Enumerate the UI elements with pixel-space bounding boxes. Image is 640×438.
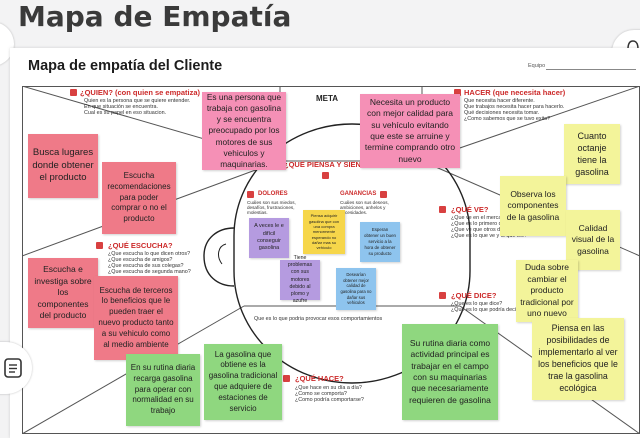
dice-marker-icon	[439, 292, 446, 299]
escucha-title: ¿QUÉ ESCUCHA?	[108, 241, 173, 250]
page-header-title: Mapa de Empatía	[18, 0, 292, 33]
ganancias-line-3: necesidades.	[340, 210, 368, 215]
quien-line-1: Quien es la persona que se quiere entend…	[84, 98, 191, 104]
sticky-note[interactable]: La gasolina que obtiene es la gasolina t…	[204, 344, 282, 420]
equipo-label: Equipo	[528, 63, 546, 69]
sticky-note[interactable]: Cuanto octanje tiene la gasolina	[564, 124, 620, 184]
hace-line-3: ¿Como podría comportarse?	[295, 397, 364, 403]
sticky-note[interactable]: Desearían obtener mejor calidad de gasol…	[336, 268, 376, 310]
sticky-note[interactable]: Su rutina diaria como actividad principa…	[402, 324, 498, 420]
hacer-line-1: Que necesita hacer diferente.	[464, 98, 535, 104]
sticky-note[interactable]: Esperan obtener un buen servicio a la ho…	[360, 222, 400, 262]
card-title: Mapa de empatía del Cliente	[28, 58, 223, 74]
sticky-note[interactable]: Escucha e investiga sobre los componente…	[28, 258, 98, 328]
sticky-note[interactable]: En su rutina diaria recarga gasolina par…	[126, 354, 200, 426]
sticky-note[interactable]: Es una persona que trabaja con gasolina …	[202, 92, 286, 170]
escucha-line-1: ¿Que escucha lo que dicen otros?	[108, 251, 191, 257]
ve-line-2: ¿Que es lo primero que...	[451, 221, 513, 227]
sticky-note[interactable]: Busca lugares donde obtener el producto	[28, 134, 98, 198]
hacer-marker-icon	[454, 89, 461, 96]
escucha-line-2: ¿Que escucha de amigos?	[108, 257, 173, 263]
ganancias-marker-icon	[380, 191, 387, 198]
ve-line-3: ¿Que ve que otros dicen?	[451, 227, 514, 233]
dice-line-1: ¿Que es lo que dice?	[451, 301, 503, 307]
dolores-line-1: Cuáles son sus miedos,	[247, 200, 296, 205]
sticky-note[interactable]: Escucha de terceros lo beneficios que le…	[94, 276, 178, 360]
dolores-line-3: molestias.	[247, 210, 268, 215]
quien-line-2: En que situación se encuentra.	[84, 104, 159, 110]
sticky-note[interactable]: Observa los componentes de la gasolina	[500, 176, 566, 236]
escucha-line-4: ¿Que escucha de segunda mano?	[108, 269, 191, 275]
ganancias-title: GANANCIAS	[340, 191, 377, 197]
hacer-line-2: Que trabajos necesita hacer para hacerlo…	[464, 104, 565, 110]
quien-marker-icon	[70, 89, 77, 96]
sticky-note[interactable]: Piensa en las posibilidades de implement…	[532, 318, 624, 400]
quien-title: ¿QUIEN? (con quien se empatiza)	[80, 88, 201, 97]
ve-marker-icon	[439, 206, 446, 213]
hacer-line-3: Qué decisiones necesita tomar.	[464, 110, 540, 116]
dolores-title: DOLORES	[258, 191, 288, 197]
document-icon[interactable]	[4, 358, 22, 378]
equipo-field[interactable]	[546, 69, 636, 70]
escucha-marker-icon	[96, 242, 103, 249]
hacer-line-4: ¿Como sabemos que se tuvo exito?	[464, 116, 551, 122]
sticky-note[interactable]: Duda sobre cambiar el producto tradicion…	[516, 260, 578, 322]
provocar-text: Que es lo que podria provocar esos compo…	[254, 316, 383, 322]
sticky-note[interactable]: Calidad visual de la gasolina	[566, 210, 620, 270]
dice-title: ¿QUÉ DICE?	[451, 291, 497, 300]
sticky-note[interactable]: Escucha recomendaciones para poder compr…	[102, 162, 176, 234]
sticky-note[interactable]: Tiene problemas con sus motores debido a…	[280, 255, 320, 304]
piensa-marker-icon	[322, 172, 329, 179]
dolores-line-2: desafíos, frustraciones,	[247, 205, 295, 210]
hacer-title: HACER (que necesita hacer)	[464, 88, 566, 97]
hace-marker-icon	[283, 375, 290, 382]
hace-title: ¿QUÉ HACE?	[295, 374, 344, 383]
dolores-marker-icon	[247, 191, 254, 198]
ve-line-4: ¿Que es lo que ve y lo que lee?	[451, 233, 528, 239]
ganancias-line-2: ambiciones, anhelos y	[340, 205, 386, 210]
dice-line-2: ¿Que es lo que podría decir?	[451, 307, 521, 313]
piensa-siente-title: ¿QUÉ PIENSA Y SIENTE?	[284, 160, 376, 169]
escucha-line-3: ¿Que escucha de sus colegas?	[108, 263, 184, 269]
hace-line-2: ¿Como se comporta?	[295, 391, 347, 397]
quien-line-3: Cual es su papel en eso situacion.	[84, 110, 167, 116]
sticky-note[interactable]: Piensa adquirir gasolina que con una com…	[303, 210, 345, 254]
meta-label: META	[316, 94, 339, 103]
sticky-note[interactable]: Necesita un producto con mejor calidad p…	[360, 94, 460, 168]
hace-line-1: ¿Que hace en su día a día?	[295, 385, 362, 391]
ve-title: ¿QUÉ VE?	[451, 205, 489, 214]
sticky-note[interactable]: A veces le e difícil conseguir gasolina	[249, 218, 289, 258]
ve-line-1: ¿Que ve en el mercado?	[451, 215, 511, 221]
ganancias-line-1: Cuáles son sus deseos,	[340, 200, 389, 205]
